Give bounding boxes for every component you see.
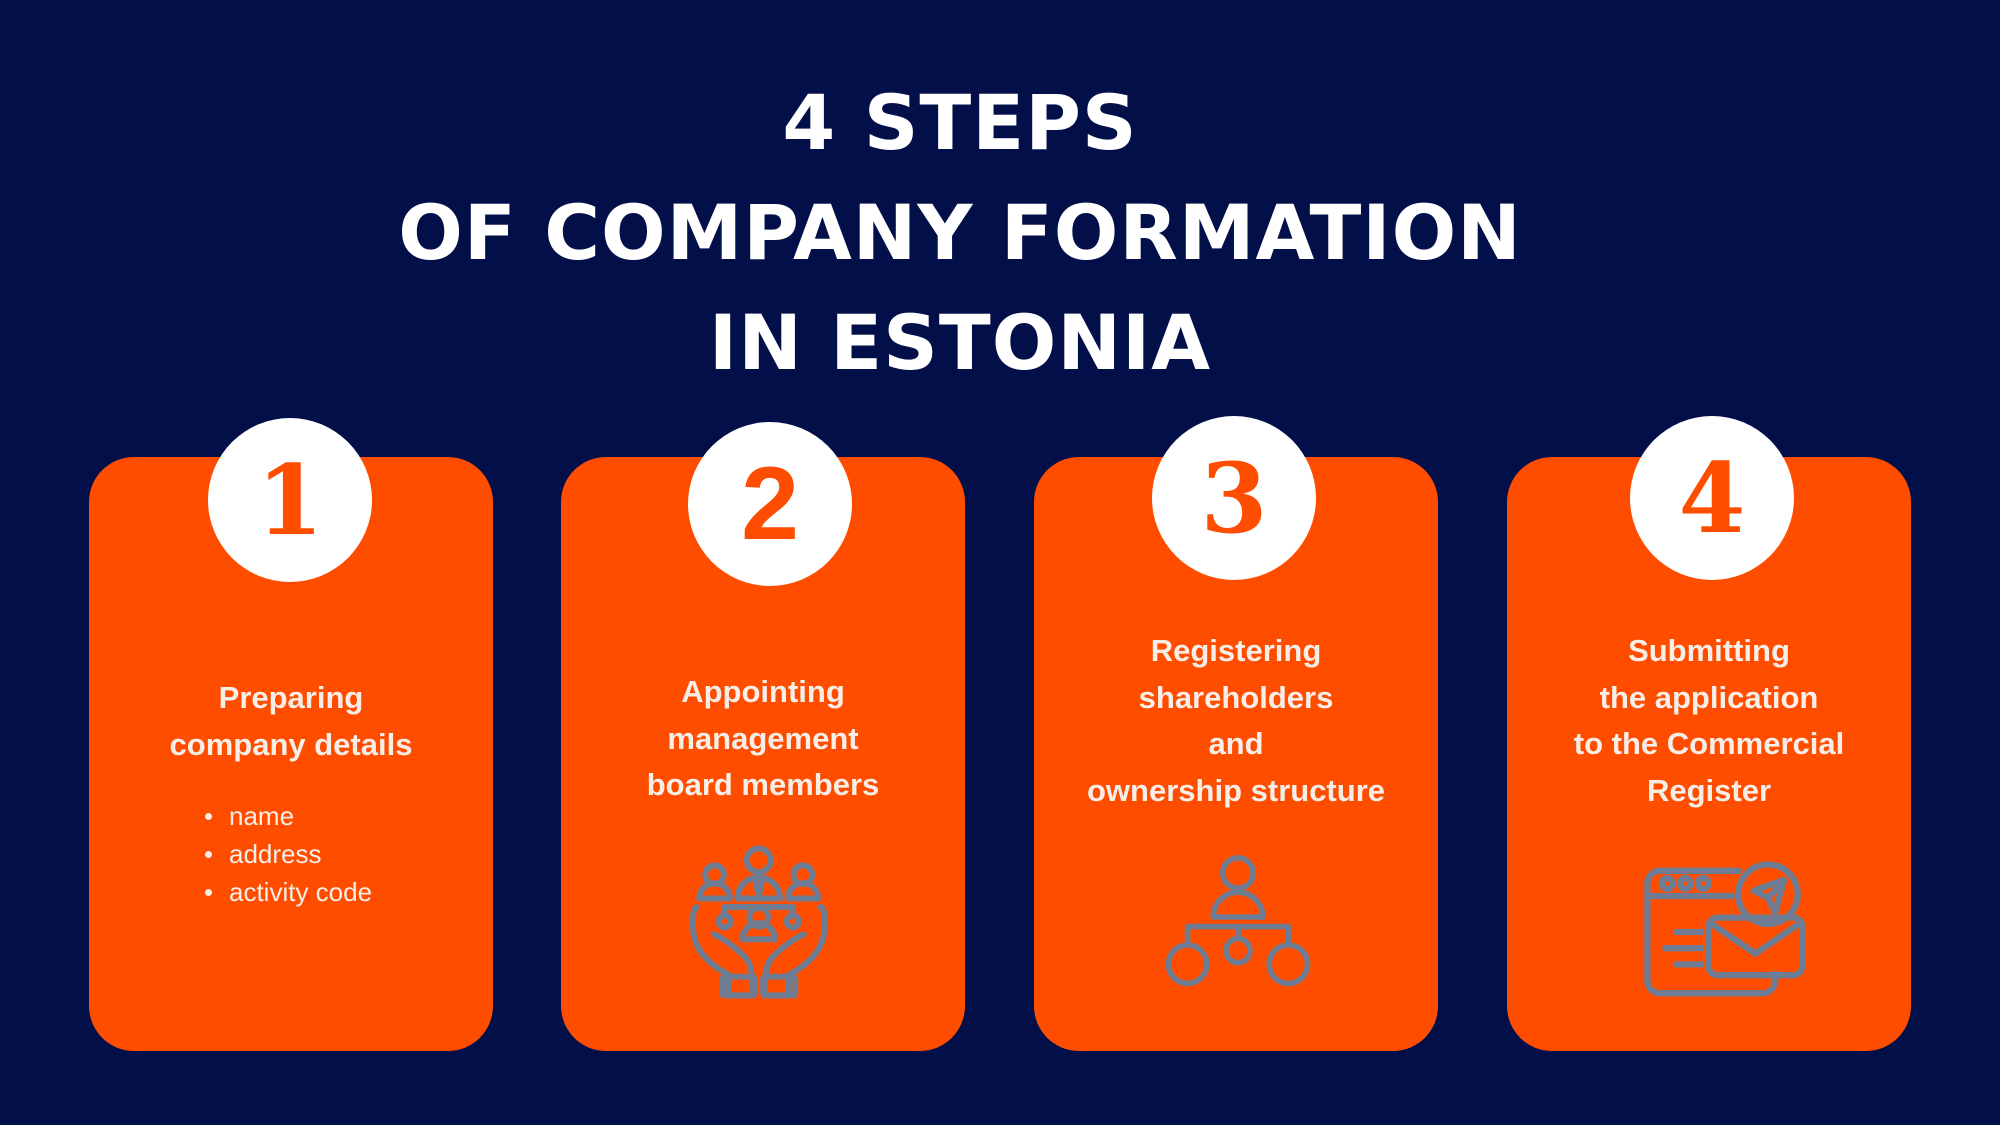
title-line-2: OF COMPANY FORMATION (398, 188, 1522, 277)
step-1-heading: Preparing company details (89, 675, 493, 768)
org-hierarchy-icon (1158, 850, 1318, 1000)
bullet-item: name (205, 797, 372, 835)
page-title: 4 STEPS OF COMPANY FORMATION IN ESTONIA (0, 68, 1920, 398)
step-4-heading-line: Register (1646, 772, 1772, 808)
step-2-number-badge: 2 (688, 422, 852, 586)
step-3-heading-line: and (1208, 726, 1264, 761)
bullet-item: address (205, 835, 372, 873)
team-in-hands-icon (678, 839, 848, 1009)
browser-email-send-icon (1633, 858, 1813, 1006)
step-4-number: 4 (1678, 441, 1746, 555)
step-2-heading-line: management (667, 720, 859, 756)
step-2-number: 2 (741, 445, 799, 562)
step-1-number: 1 (256, 443, 324, 557)
step-3-number: 3 (1200, 441, 1268, 555)
step-1-heading-line: company details (169, 726, 413, 762)
step-3-heading-line: ownership structure (1087, 772, 1385, 808)
title-line-1: 4 STEPS (782, 78, 1138, 167)
bullet-item: activity code (205, 873, 372, 911)
step-1-number-badge: 1 (208, 418, 372, 582)
step-4-heading-line: Submitting (1628, 633, 1790, 668)
step-1-heading-line: Preparing (218, 680, 364, 715)
step-4-heading-line: to the Commercial (1573, 726, 1845, 761)
step-2-heading-line: board members (646, 767, 880, 802)
step-4-heading-line: the application (1599, 679, 1819, 715)
step-2-heading-line: Appointing (681, 674, 845, 709)
step-4-heading: Submitting the application to the Commer… (1507, 628, 1911, 814)
step-3-heading-line: Registering (1150, 633, 1322, 668)
step-2-heading: Appointing management board members (561, 669, 965, 809)
step-4-number-badge: 4 (1630, 416, 1794, 580)
step-3-heading-line: shareholders (1138, 679, 1334, 715)
step-3-heading: Registering shareholders and ownership s… (1034, 628, 1438, 814)
step-3-number-badge: 3 (1152, 416, 1316, 580)
step-1-bullet-list: name address activity code (205, 797, 372, 911)
title-line-3: IN ESTONIA (708, 298, 1212, 387)
